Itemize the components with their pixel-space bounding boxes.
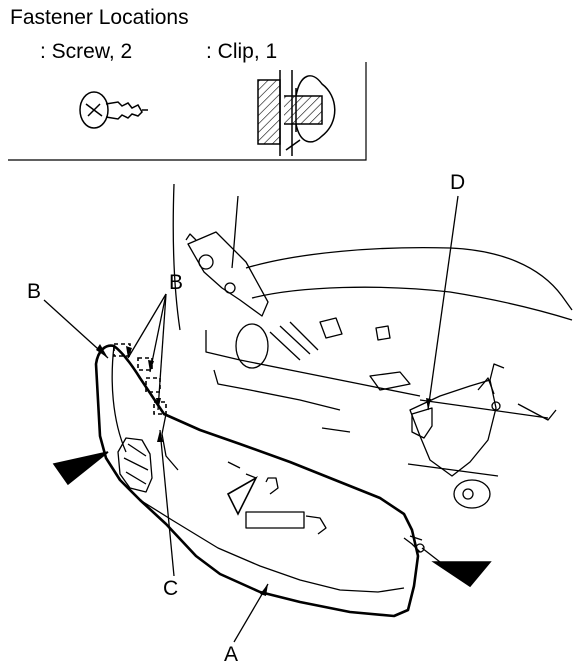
side-cover-details <box>111 345 425 593</box>
screw-icon <box>79 91 148 129</box>
callout-b-left: B <box>27 280 42 303</box>
callout-a: A <box>224 643 239 666</box>
triangle-marker-middle <box>226 475 258 516</box>
triangle-marker-right <box>431 561 492 588</box>
clip-icon <box>257 70 336 156</box>
triangle-marker-left <box>52 451 109 486</box>
legend-box <box>8 62 367 161</box>
legend-screw-label: : Screw, 2 <box>40 40 133 63</box>
legend-title: Fastener Locations <box>10 6 189 29</box>
callout-c: C <box>163 577 179 600</box>
callout-b-right: B <box>169 271 184 294</box>
triangle-markers <box>52 451 492 588</box>
leader-arrowheads <box>96 344 431 596</box>
seat-frame <box>172 183 573 509</box>
side-cover-a <box>94 344 420 618</box>
callout-d: D <box>450 171 466 194</box>
legend-clip-label: : Clip, 1 <box>206 40 278 63</box>
